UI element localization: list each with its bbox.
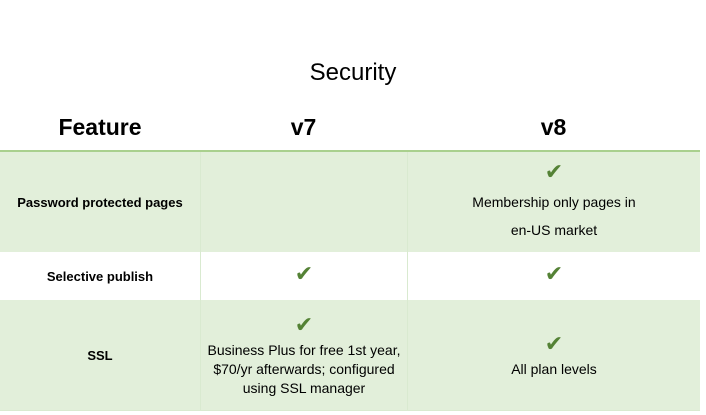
table-row-ssl: SSL ✔ Business Plus for free 1st year, $… <box>0 300 700 410</box>
check-mark-icon: ✔ <box>544 159 564 184</box>
check-mark-icon: ✔ <box>544 330 564 356</box>
table-bottom-border <box>0 410 700 411</box>
page-title: Security <box>309 59 397 86</box>
feature-label: Password protected pages <box>17 194 183 210</box>
v7-note-line: $70/yr afterwards; configured <box>213 360 395 377</box>
v7-cell-empty <box>200 152 407 252</box>
check-mark-icon: ✔ <box>294 261 314 286</box>
table-row-password-protected-pages: Password protected pages ✔ Membership on… <box>0 152 700 252</box>
v7-note-line: Business Plus for free 1st year, <box>207 341 401 358</box>
header-feature: Feature <box>58 114 142 140</box>
header-v8: v8 <box>540 114 567 140</box>
v8-note-line: Membership only pages in <box>472 194 636 210</box>
v7-note-line: using SSL manager <box>242 379 366 396</box>
v8-note: All plan levels <box>511 360 597 377</box>
table-header: Feature v7 v8 <box>0 108 700 152</box>
header-v7: v7 <box>290 114 317 140</box>
v8-note-line: en-US market <box>510 222 598 238</box>
table-row-selective-publish: Selective publish ✔ ✔ <box>0 252 700 300</box>
check-mark-icon: ✔ <box>294 311 314 337</box>
feature-label: SSL <box>87 347 113 363</box>
check-mark-icon: ✔ <box>544 261 564 286</box>
feature-label: Selective publish <box>46 268 154 284</box>
comparison-table: Feature v7 v8 Password protected pages ✔… <box>0 108 700 411</box>
